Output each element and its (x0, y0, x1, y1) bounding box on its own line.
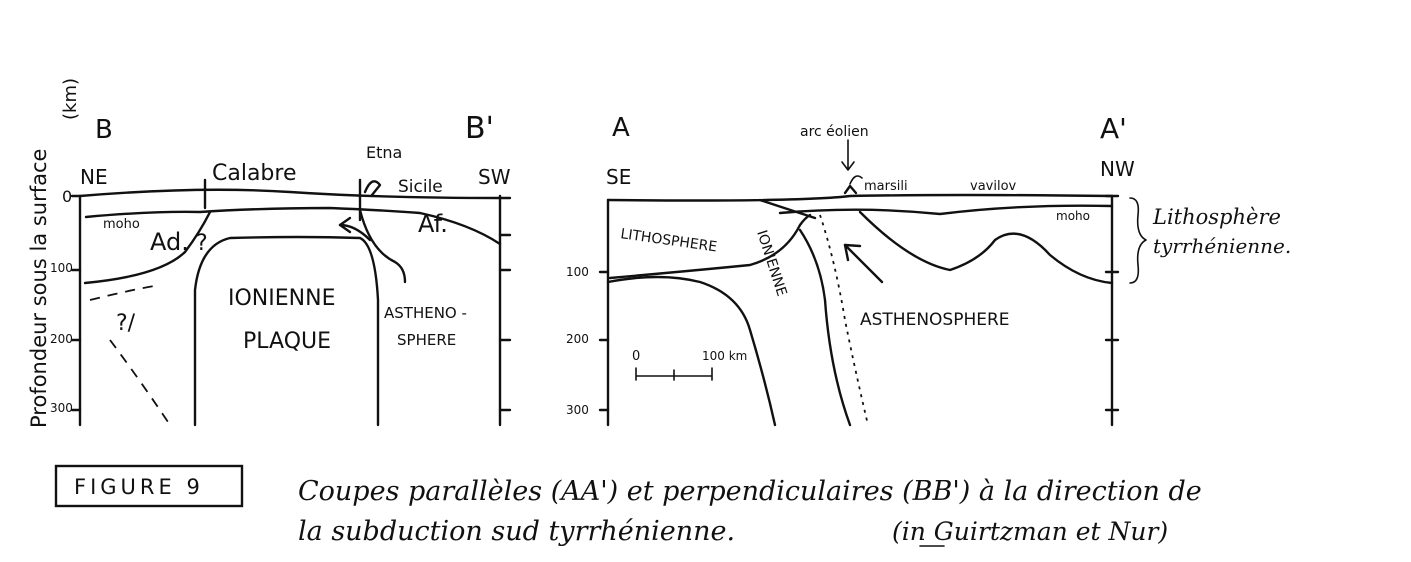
section-aa: A A' SE NW arc éolien marsili vavilov mo… (566, 112, 1291, 427)
slab-top-upper (608, 213, 812, 280)
arc-eolien-label: arc éolien (800, 124, 869, 140)
caption-source: (in Guirtzman et Nur) (892, 517, 1168, 546)
moho-label-left: moho (103, 217, 140, 232)
depth-tick-100: 100 (50, 261, 73, 275)
lithosphere-tyrr-label-1: Lithosphère (1152, 205, 1281, 229)
lithosphere-brace (1129, 197, 1147, 284)
slab-top (798, 228, 852, 427)
caption-line-2: la subduction sud tyrrhénienne. (298, 516, 735, 547)
depth-axis-unit: (km) (60, 78, 81, 120)
depth-tick-0: 0 (62, 187, 72, 206)
dir-nw: NW (1100, 157, 1135, 181)
label-a-prime: A' (1100, 112, 1127, 145)
dashed-lower (109, 339, 171, 426)
rs-surface-line (606, 193, 1114, 202)
scale-end-label: 100 km (702, 349, 747, 363)
vavilov-label: vavilov (970, 179, 1017, 194)
surface-line (78, 188, 502, 200)
section-bb: B B' NE SW Calabre Etna Sicile moho Ad. … (70, 111, 512, 427)
scale-zero-label: 0 (632, 349, 640, 364)
moho-label-right: moho (1056, 209, 1090, 223)
rs-lithosphere-base (858, 210, 1114, 285)
asthenosphere-label: ASTHENOSPHERE (860, 310, 1010, 330)
question-mark: ? (196, 231, 208, 256)
question-mark-lower: ?/ (116, 311, 136, 336)
african-label: Af. (418, 210, 448, 238)
arc-arrow-icon (841, 139, 855, 171)
plaque-label: PLAQUE (243, 329, 331, 354)
figure-label: FIGURE 9 (74, 475, 204, 499)
dir-sw: SW (478, 165, 511, 189)
marsili-hook (849, 175, 863, 185)
asthenosphere-label-1: ASTHENO - (384, 304, 467, 322)
rs-moho-line (778, 204, 1114, 216)
caption: FIGURE 9 Coupes parallèles (AA') et perp… (54, 464, 1202, 547)
label-a: A (612, 113, 630, 143)
flow-arrow-head-icon (843, 243, 862, 262)
adriatic-base (83, 210, 212, 285)
etna-volcano-icon (363, 180, 382, 197)
depth-axis: Profondeur sous la surface (km) 0 100 20… (27, 78, 81, 428)
rs-tick-label-300: 300 (566, 403, 589, 417)
lithosphere-tyrr-label-2: tyrrhénienne. (1153, 234, 1291, 258)
slab-bottom (606, 275, 777, 427)
rs-wedge-line (758, 198, 817, 220)
sicile-label: Sicile (398, 177, 443, 197)
caption-line-1: Coupes parallèles (AA') et perpendiculai… (298, 476, 1202, 507)
ionian-plate-outline (193, 235, 380, 427)
calabre-label: Calabre (212, 161, 297, 186)
rs-tick-label-200: 200 (566, 332, 589, 346)
etna-label: Etna (366, 143, 402, 162)
depth-axis-title: Profondeur sous la surface (27, 149, 51, 428)
marsili-label: marsili (864, 179, 908, 194)
african-base (358, 208, 407, 284)
moho-line (84, 206, 502, 246)
scale-bar (635, 367, 713, 381)
dir-se: SE (606, 165, 631, 189)
rs-tick-label-100: 100 (566, 265, 589, 279)
label-b-prime: B' (465, 111, 494, 146)
depth-tick-300: 300 (50, 401, 73, 415)
arc-volcano-icon (843, 184, 858, 195)
arrow-head-icon (338, 216, 352, 234)
adriatic-label: Ad. (150, 228, 189, 256)
ionienne-label: IONIENNE (228, 286, 335, 311)
flow-arrow-shaft (843, 243, 884, 284)
depth-tick-200: 200 (50, 332, 73, 346)
figure-label-box (54, 464, 244, 508)
dashed-upper (89, 284, 161, 301)
asthenosphere-label-2: SPHERE (397, 331, 456, 349)
lithosphere-label: LITHOSPHERE (619, 226, 718, 255)
label-b: B (95, 115, 113, 145)
dir-ne: NE (80, 165, 108, 189)
arrow-shaft (338, 223, 372, 242)
